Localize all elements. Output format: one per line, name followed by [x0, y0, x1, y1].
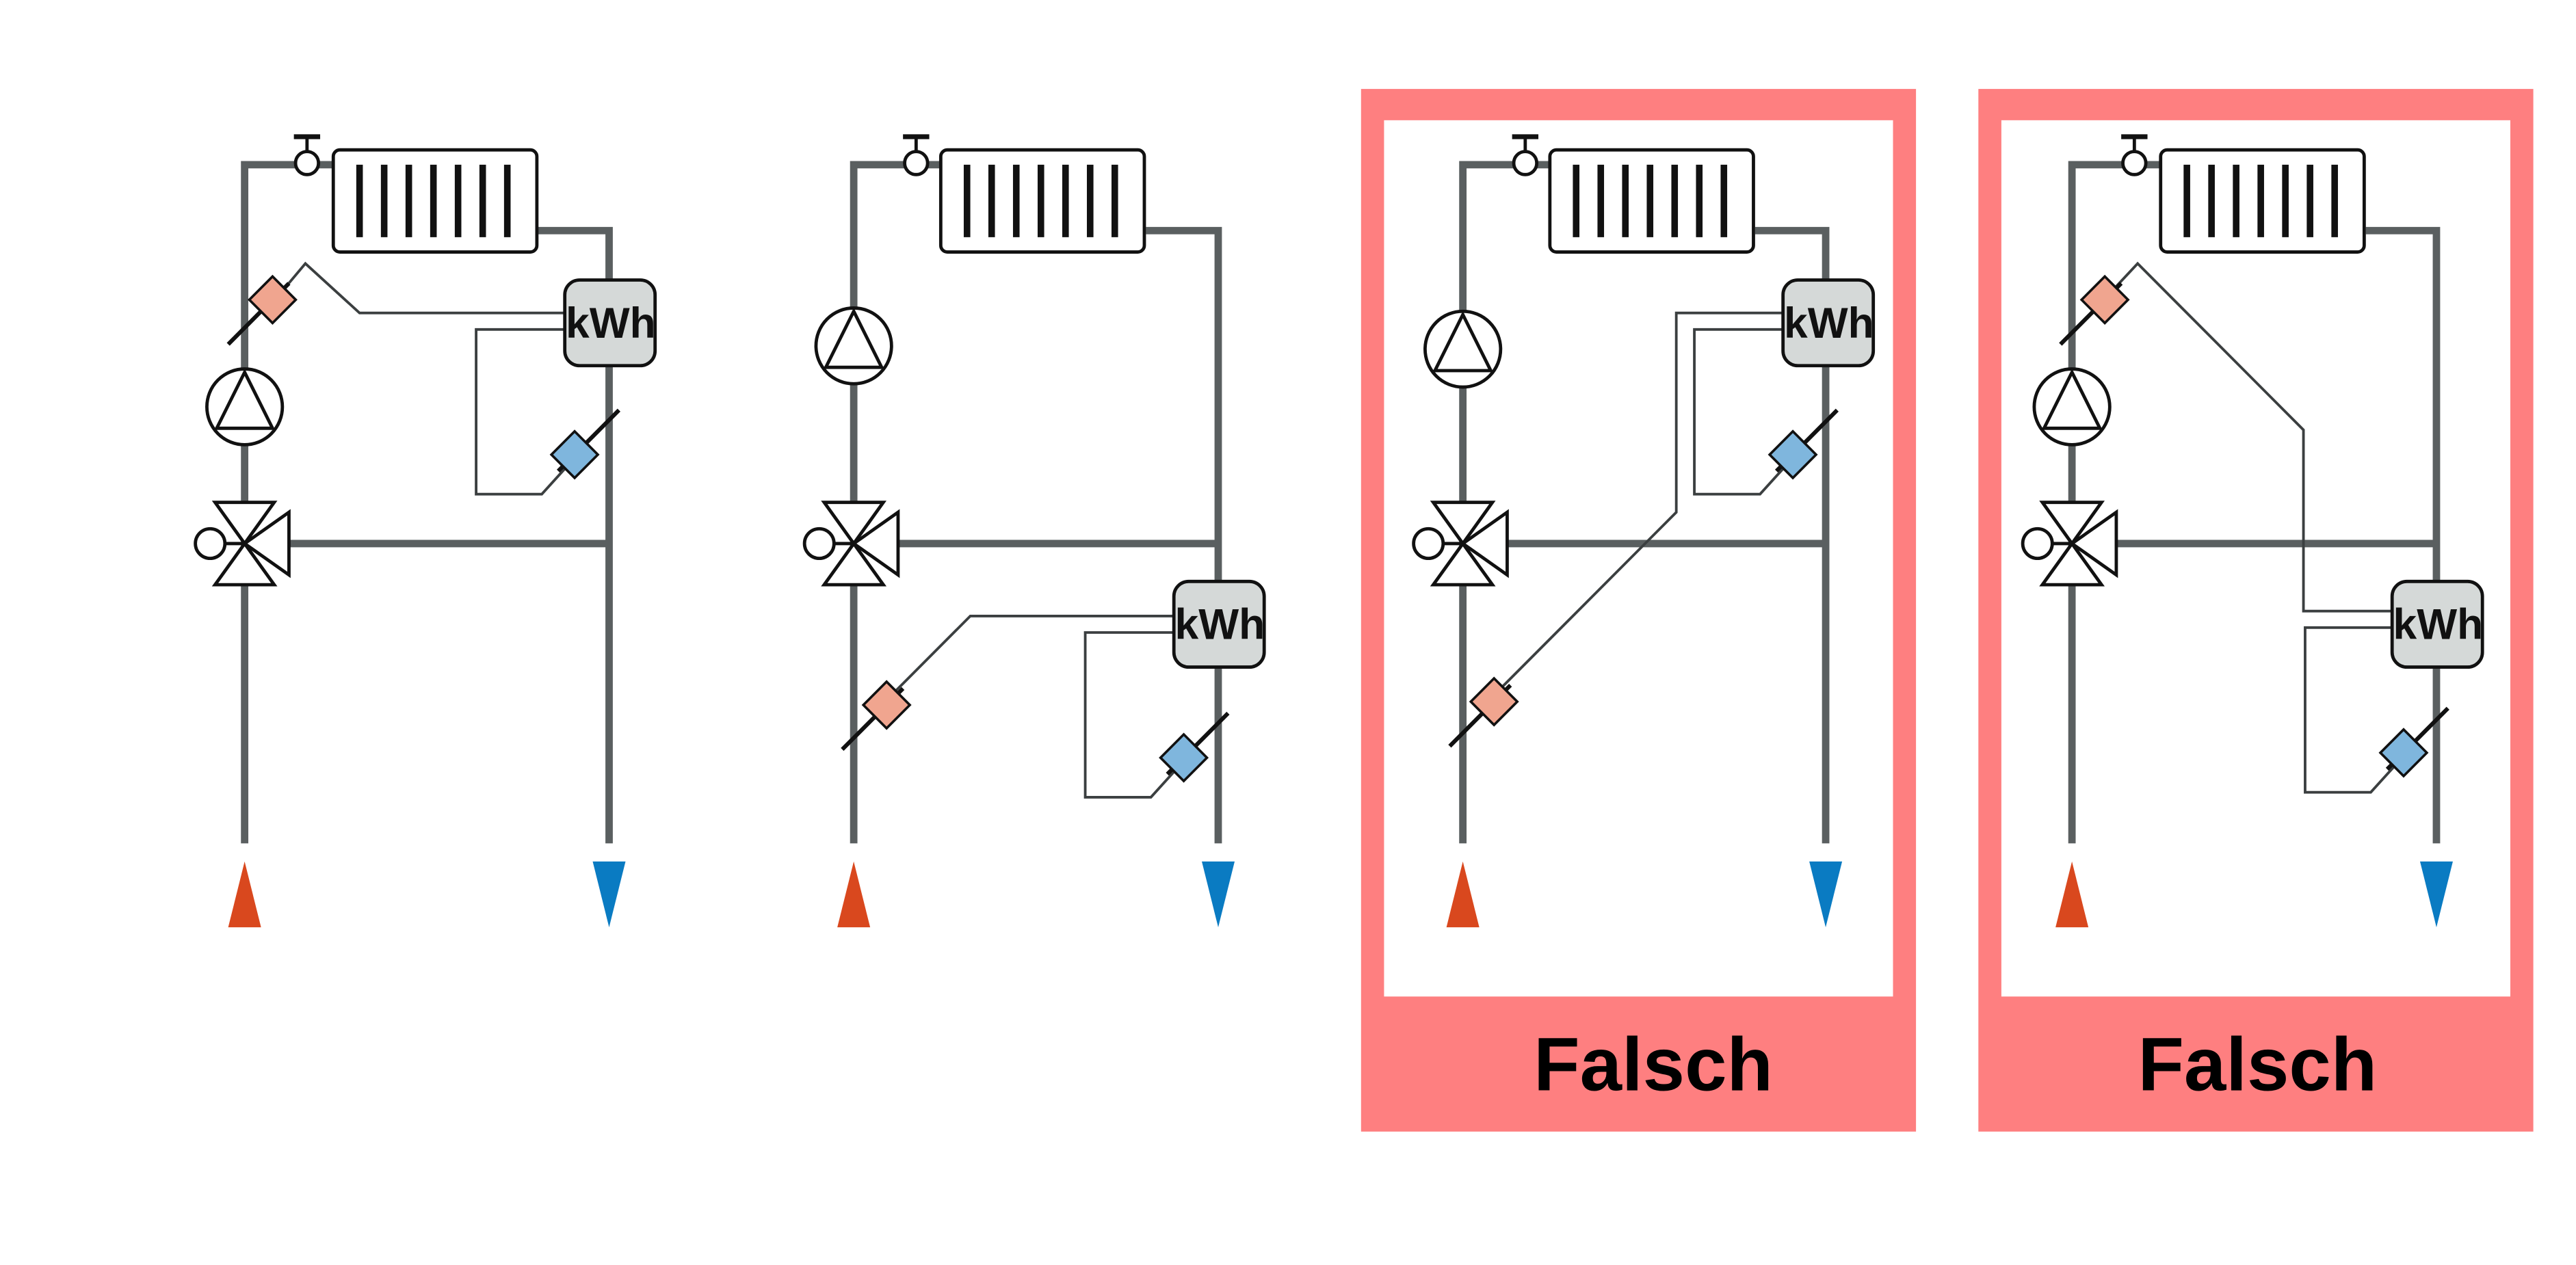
- radiator-icon: [333, 150, 537, 252]
- verdict-label-panel-3: Falsch: [1534, 1022, 1773, 1106]
- supply-arrow-icon: [228, 861, 261, 928]
- signal-lines: [893, 614, 1185, 799]
- pump-icon: [816, 308, 891, 384]
- radiator-icon: [1550, 150, 1754, 252]
- panel-3: kWh: [1414, 137, 1874, 928]
- vent-valve-icon: [294, 137, 320, 174]
- meter-label: kWh: [566, 299, 656, 347]
- signal-lines: [278, 261, 576, 496]
- return-arrow-icon: [1201, 861, 1235, 928]
- wrong-frame-panel-4: Falsch: [1978, 89, 2534, 1132]
- verdict-label-panel-4: Falsch: [2138, 1022, 2377, 1106]
- vent-valve-icon: [903, 137, 929, 174]
- pump-icon: [1425, 311, 1500, 387]
- supply-temperature-sensor-icon: [228, 276, 296, 344]
- three-way-valve-icon: [804, 503, 898, 585]
- panel-2: kWh: [804, 137, 1265, 928]
- meter-label: kWh: [1175, 601, 1265, 649]
- pipes: [850, 161, 1222, 844]
- radiator-icon: [2161, 150, 2365, 252]
- meter-label: kWh: [1784, 299, 1874, 347]
- meter-label: kWh: [2393, 601, 2484, 649]
- return-arrow-icon: [592, 861, 626, 928]
- signal-lines: [2112, 261, 2405, 794]
- pump-icon: [207, 369, 282, 445]
- pump-icon: [2034, 369, 2110, 445]
- panel-1: kWh: [196, 137, 656, 928]
- supply-arrow-icon: [837, 861, 871, 928]
- three-way-valve-icon: [196, 503, 289, 585]
- signal-lines: [1499, 311, 1794, 690]
- panel-4: kWh: [2023, 137, 2484, 928]
- pipes: [241, 161, 613, 844]
- radiator-icon: [941, 150, 1144, 252]
